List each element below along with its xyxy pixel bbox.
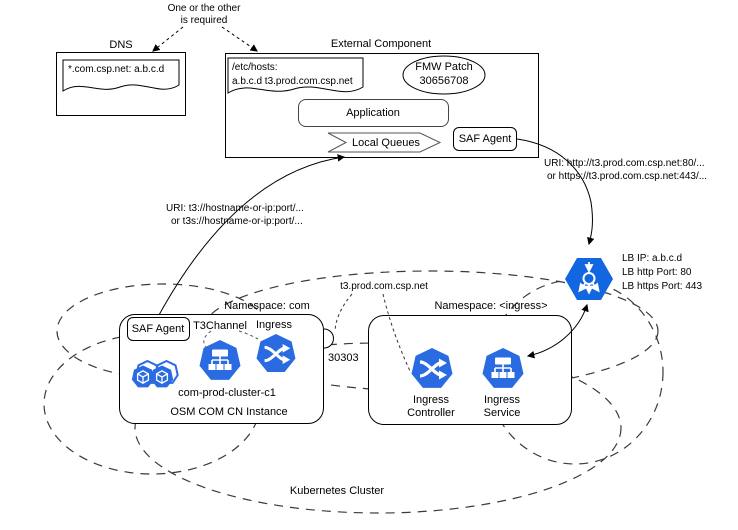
note-to-dns-arrow [152,26,184,52]
instance-name-label: OSM COM CN Instance [170,406,288,418]
saf-agent-external-box [453,127,517,151]
com-ingress-label: Ingress [255,319,293,331]
dns-box [56,52,186,116]
ingress-controller-label2: Controller [407,407,455,419]
saf-agent-com-label: SAF Agent [131,323,185,335]
note-to-hosts-arrow [221,26,258,52]
dns-name-label: t3.prod.com.csp.net [340,281,428,292]
namespace-com-title: Namespace: com [224,300,310,312]
dns-title: DNS [109,39,133,51]
application-box [298,99,449,127]
load-balancer-icon [565,258,613,300]
external-component-title: External Component [330,38,432,50]
top-note-line1: One or the other [167,3,241,14]
application-label: Application [346,107,400,119]
t3channel-label: T3Channel [193,320,247,332]
ingress-service-label1: Ingress [483,394,521,406]
fmw-patch-line2: 30656708 [419,75,469,87]
namespace-ingress-box [368,315,572,425]
uri-http-line1: URI: http://t3.prod.com.csp.net:80/... [544,158,705,169]
lb-ip-label: LB IP: a.b.c.d [622,253,683,264]
node-port-circle [323,328,334,349]
uri-t3-line1: URI: t3://hostname-or-ip:port/... [166,203,304,214]
local-queues-label: Local Queues [352,137,420,149]
lb-https-port-label: LB https Port: 443 [622,281,703,292]
cluster-name-label: com-prod-cluster-c1 [178,387,276,399]
kubernetes-cluster-label: Kubernetes Cluster [289,485,385,497]
dnsname-to-port-connector [334,293,353,332]
top-note-line2: is required [180,15,228,26]
ingress-controller-label1: Ingress [412,394,450,406]
etc-hosts-line1: /etc/hosts: [232,62,278,73]
node-port-label: 30303 [328,352,359,364]
etc-hosts-line2: a.b.c.d t3.prod.com.csp.net [232,76,353,87]
fmw-patch-line1: FMW Patch [415,61,473,73]
uri-t3-line2: or t3s://hostname-or-ip:port/... [171,216,303,227]
namespace-ingress-title: Namespace: <ingress> [434,300,548,312]
dns-record: *.com.csp.net: a.b.c.d [68,64,165,75]
uri-http-line2: or https://t3.prod.com.csp.net:443/... [547,171,708,182]
saf-agent-external-label: SAF Agent [458,133,512,145]
lb-http-port-label: LB http Port: 80 [622,267,692,278]
ingress-service-label2: Service [483,407,521,419]
saf-to-local-queues-arrow [158,154,346,316]
